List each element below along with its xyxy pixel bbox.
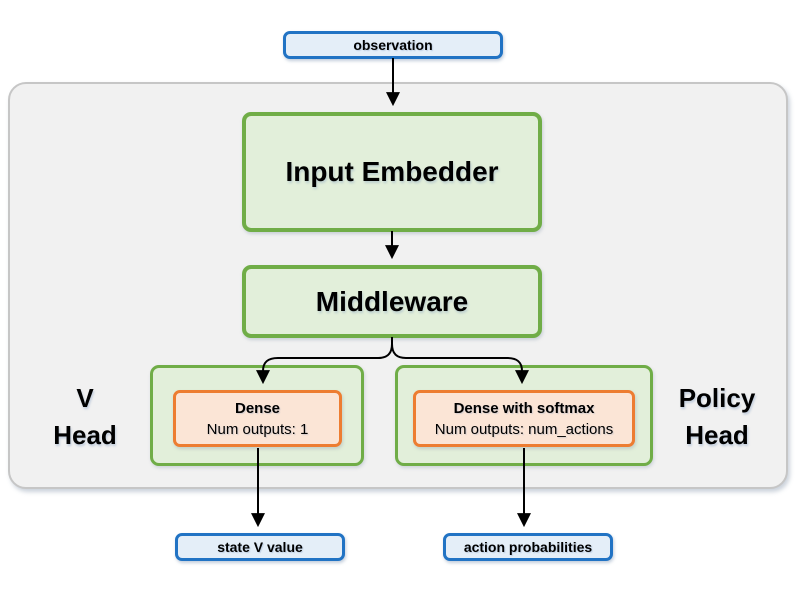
action-probabilities-label: action probabilities [463, 539, 593, 555]
v-head-label-line1: V [76, 383, 94, 413]
dense-subtitle: Num outputs: 1 [206, 420, 309, 438]
dense-node: Dense Num outputs: 1 [173, 390, 342, 447]
v-head-box: Dense Num outputs: 1 [150, 365, 364, 466]
dense-softmax-node: Dense with softmax Num outputs: num_acti… [413, 390, 635, 447]
input-embedder-node: Input Embedder [242, 112, 542, 232]
dense-softmax-title: Dense with softmax [453, 399, 595, 417]
state-v-value-label: state V value [217, 539, 303, 555]
middleware-node: Middleware [242, 265, 542, 338]
dense-title: Dense [234, 399, 281, 417]
policy-head-box: Dense with softmax Num outputs: num_acti… [395, 365, 653, 466]
input-embedder-label: Input Embedder [285, 156, 499, 187]
action-probabilities-node: action probabilities [443, 533, 613, 561]
v-head-label: V Head [25, 380, 145, 454]
policy-head-label-line1: Policy [678, 383, 756, 413]
policy-head-label: Policy Head [652, 380, 782, 454]
observation-label: observation [353, 37, 433, 53]
policy-head-label-line2: Head [685, 420, 749, 450]
state-v-value-node: state V value [175, 533, 345, 561]
v-head-label-line2: Head [53, 420, 117, 450]
middleware-label: Middleware [315, 285, 469, 317]
observation-node: observation [283, 31, 503, 59]
dense-softmax-subtitle: Num outputs: num_actions [434, 420, 614, 438]
